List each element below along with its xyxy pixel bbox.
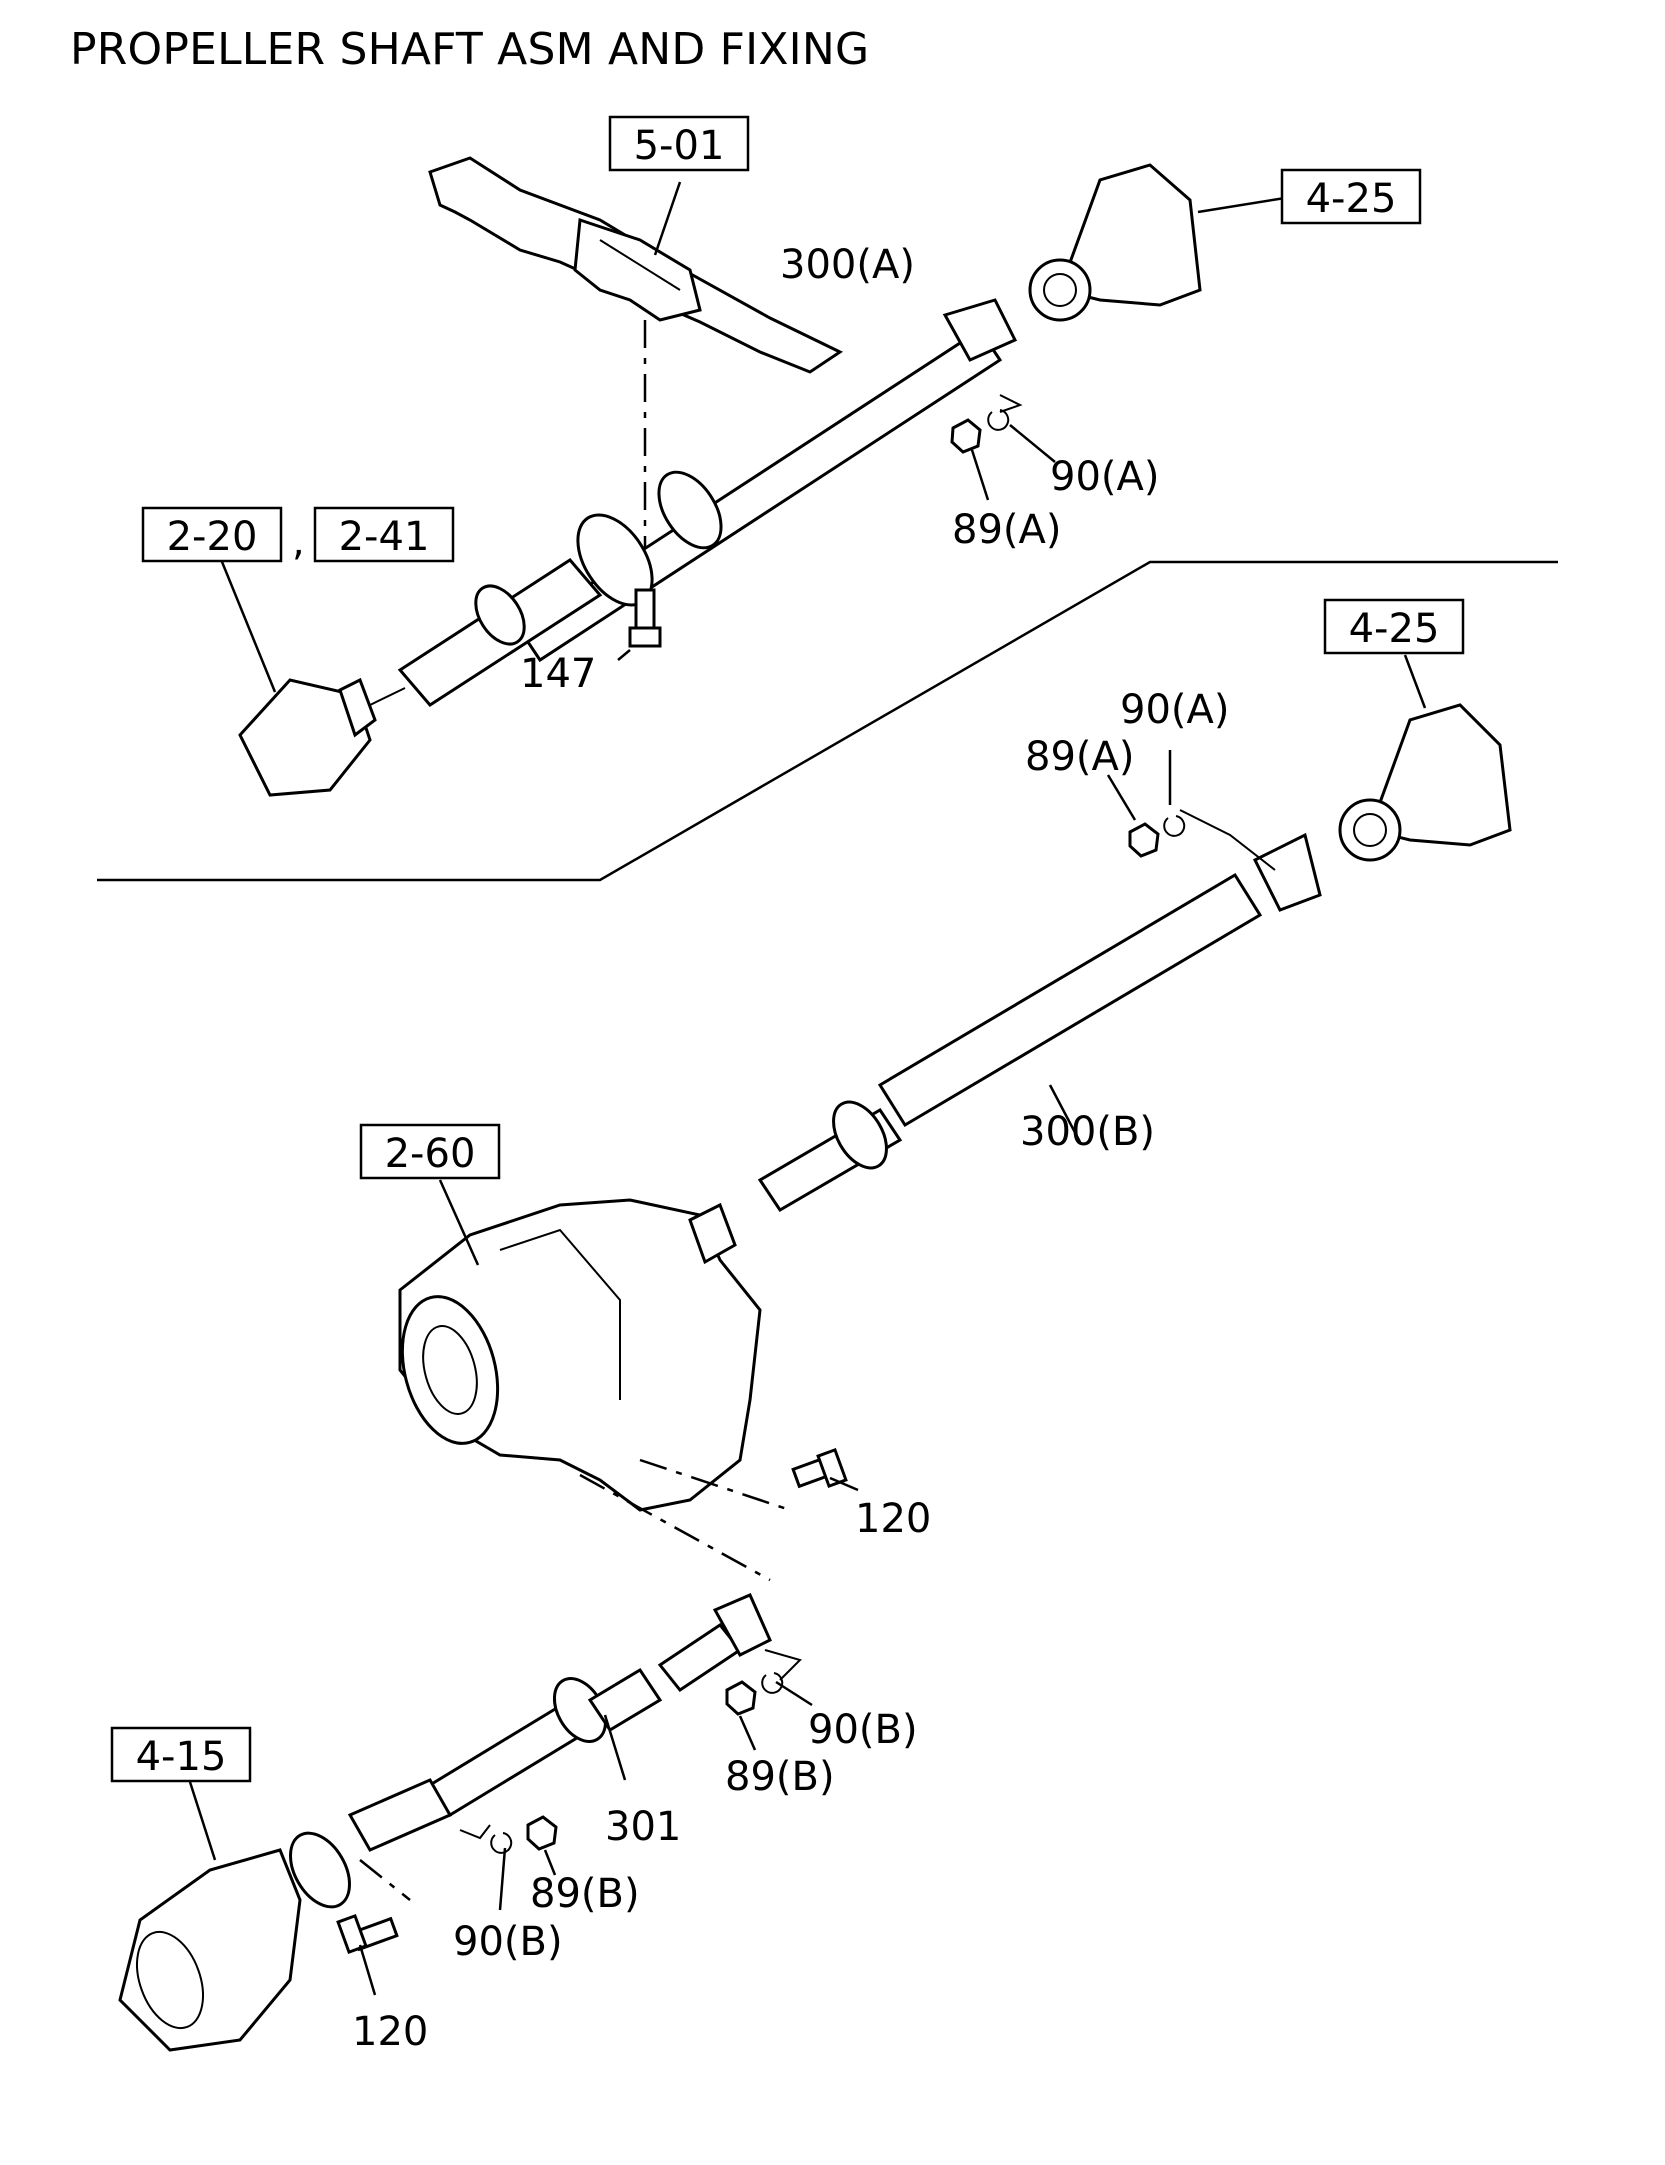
page-title: PROPELLER SHAFT ASM AND FIXING <box>70 24 870 75</box>
washer-90b-right <box>761 1672 784 1694</box>
label-300b: 300(B) <box>1020 1109 1155 1155</box>
label-120-bottom: 120 <box>352 2009 428 2055</box>
svg-text:2-20: 2-20 <box>167 514 258 560</box>
label-90b-left: 90(B) <box>453 1919 563 1965</box>
label-90b-right: 90(B) <box>808 1707 918 1753</box>
bolt-147 <box>628 588 662 648</box>
ref-box-2-60[interactable]: 2-60 <box>359 1123 501 1180</box>
nut-89b-left <box>526 1815 558 1851</box>
label-89b-left: 89(B) <box>530 1871 640 1917</box>
svg-text:5-01: 5-01 <box>634 123 725 169</box>
ref-box-2-41[interactable]: 2-41 <box>313 506 455 563</box>
ref-separator: , <box>292 519 305 565</box>
label-89b-right: 89(B) <box>725 1754 835 1800</box>
svg-text:4-15: 4-15 <box>136 1734 227 1780</box>
washer-90a-mid <box>1163 815 1186 837</box>
washer-90b-left <box>490 1832 513 1854</box>
front-differential <box>118 1831 351 2052</box>
rear-differential-top <box>1028 163 1202 322</box>
label-89a-top: 89(A) <box>952 507 1061 553</box>
svg-text:4-25: 4-25 <box>1349 606 1440 652</box>
label-147: 147 <box>520 651 596 697</box>
svg-text:4-25: 4-25 <box>1306 176 1397 222</box>
washer-90a-top <box>987 409 1010 431</box>
label-90a-top: 90(A) <box>1050 454 1159 500</box>
propeller-shaft-301 <box>347 1593 772 1852</box>
label-301: 301 <box>605 1804 681 1850</box>
front-yoke <box>238 677 406 797</box>
label-300a: 300(A) <box>780 242 915 288</box>
bolt-120-mid <box>791 1447 848 1489</box>
nut-89a-mid <box>1128 822 1160 858</box>
label-89a-mid: 89(A) <box>1025 734 1134 780</box>
label-120-mid: 120 <box>855 1496 931 1542</box>
ref-box-4-15[interactable]: 4-15 <box>110 1726 252 1783</box>
propeller-shaft-300a <box>397 298 1018 707</box>
propeller-shaft-300b <box>757 832 1322 1213</box>
ref-box-2-20[interactable]: 2-20 <box>141 506 283 563</box>
svg-text:2-41: 2-41 <box>339 514 430 560</box>
ref-box-4-25-top[interactable]: 4-25 <box>1280 168 1422 225</box>
nut-89b-right <box>725 1680 757 1716</box>
section-divider <box>97 560 1558 882</box>
crossmember <box>428 156 844 374</box>
svg-text:2-60: 2-60 <box>385 1131 476 1177</box>
ref-box-4-25-mid[interactable]: 4-25 <box>1323 598 1465 655</box>
rear-differential-mid <box>1338 703 1512 862</box>
label-90a-mid: 90(A) <box>1120 687 1229 733</box>
bolt-120-bottom <box>336 1913 399 1955</box>
ref-box-5-01[interactable]: 5-01 <box>608 115 750 172</box>
transfer-case <box>398 1198 762 1512</box>
nut-89a-top <box>950 418 982 454</box>
